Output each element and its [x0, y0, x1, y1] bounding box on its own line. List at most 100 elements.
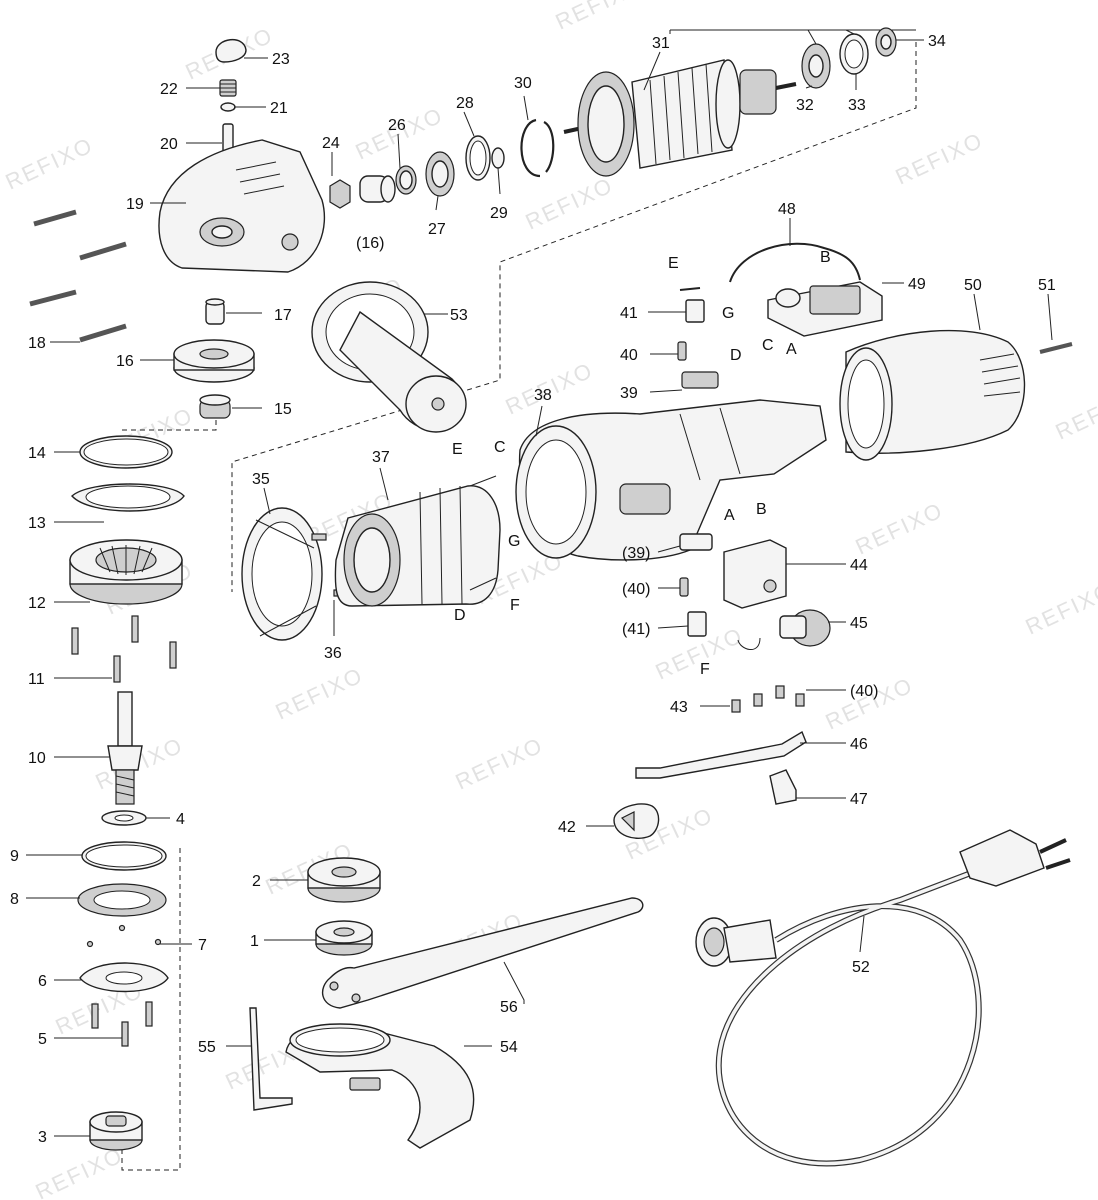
callout-4: 4	[176, 811, 185, 828]
wire-letter-d: D	[730, 347, 742, 364]
wire-letter-f: F	[510, 597, 520, 614]
wire-letter-e-alt: E	[452, 441, 463, 458]
callout-16: 16	[116, 353, 134, 370]
watermark: REFIXO	[2, 132, 98, 194]
watermark: REFIXO	[552, 0, 648, 35]
watermark: REFIXO	[892, 127, 988, 189]
wire-letter-d-alt: D	[454, 607, 466, 624]
callout-36: 36	[324, 645, 342, 662]
part-2-clamp-flange	[307, 857, 381, 903]
part-16-bearing-flange	[173, 339, 255, 383]
part-45-switch	[737, 609, 831, 650]
watermark: REFIXO	[32, 1142, 128, 1200]
callout-24: 24	[322, 135, 340, 152]
part-55-hex-key	[249, 1007, 293, 1111]
callout-9: 9	[10, 848, 19, 865]
part-10-spindle	[107, 691, 143, 805]
part-4-washer	[101, 810, 147, 826]
part-18-screws	[29, 209, 127, 343]
callout-52: 52	[852, 959, 870, 976]
callout-51: 51	[1038, 277, 1056, 294]
callout-40: 40	[620, 347, 638, 364]
callout-13: 13	[28, 515, 46, 532]
part-11-screws	[71, 615, 177, 683]
callout-29: 29	[490, 205, 508, 222]
callout-17: 17	[274, 307, 292, 324]
part-46-switch-rod	[635, 730, 807, 779]
callout-26: 26	[388, 117, 406, 134]
callout-21: 21	[270, 100, 288, 117]
callout-39: 39	[620, 385, 638, 402]
callout-22: 22	[160, 81, 178, 98]
part-7-balls	[86, 924, 162, 948]
callout-23: 23	[272, 51, 290, 68]
callout-1: 1	[250, 933, 259, 950]
part-26-spring	[395, 165, 417, 195]
callout-32: 32	[796, 97, 814, 114]
callout-33: 33	[848, 97, 866, 114]
callout-3: 3	[38, 1129, 47, 1146]
part-17-bushing	[205, 298, 225, 325]
callout-47: 47	[850, 791, 868, 808]
part-21-ring	[220, 102, 236, 112]
callout-20: 20	[160, 136, 178, 153]
part-44-module	[723, 539, 787, 609]
wire-letter-b-alt: B	[756, 501, 767, 518]
wire-letter-g: G	[722, 305, 734, 322]
callout-40-alt-2: (40)	[850, 683, 878, 700]
part-35-fan-baffle	[241, 507, 323, 641]
part-8-gear	[77, 883, 167, 917]
wire-letter-f-alt: F	[700, 661, 710, 678]
part-32-bearing	[801, 43, 831, 89]
part-3-flange-nut	[89, 1111, 143, 1151]
callout-11: 11	[28, 671, 45, 688]
wire-letter-g-alt: G	[508, 533, 520, 550]
callout-5: 5	[38, 1031, 47, 1048]
callout-38: 38	[534, 387, 552, 404]
part-14-o-ring	[79, 435, 173, 469]
part-9-o-ring	[81, 841, 167, 871]
callout-54: 54	[500, 1039, 518, 1056]
part-43-screws	[731, 685, 805, 713]
callout-40-alt: (40)	[622, 581, 650, 598]
part-48-wire	[729, 242, 861, 283]
callout-41-alt: (41)	[622, 621, 650, 638]
part-12-bearing-flange	[69, 539, 183, 605]
callout-37: 37	[372, 449, 390, 466]
leader-lines	[26, 29, 1053, 1137]
callout-43: 43	[670, 699, 688, 716]
watermark: REFIXO	[272, 662, 368, 724]
part-23-cap	[215, 39, 247, 63]
part-19-gear-housing	[158, 139, 326, 273]
watermark: REFIXO	[822, 672, 918, 734]
part-22-spring	[219, 79, 237, 97]
part-15-bearing	[199, 394, 231, 419]
callout-49: 49	[908, 276, 926, 293]
part-31-armature	[563, 59, 797, 177]
callout-7: 7	[198, 937, 207, 954]
part-40-screws	[677, 341, 689, 597]
part-51-screw	[1039, 342, 1073, 354]
part-34-bearing	[875, 27, 897, 57]
callout-55: 55	[198, 1039, 216, 1056]
assembly-guide-lines	[120, 29, 917, 1171]
part-27-bearing	[425, 151, 455, 197]
wire-letter-b: B	[820, 249, 831, 266]
callout-42: 42	[558, 819, 576, 836]
callout-12: 12	[28, 595, 46, 612]
part-41-brush	[679, 287, 707, 637]
part-37-stator	[334, 475, 501, 607]
callout-56: 56	[500, 999, 518, 1016]
wire-letter-e: E	[668, 255, 679, 272]
part-54-wheel-guard	[285, 1023, 475, 1149]
part-39-switch-holder	[679, 371, 719, 551]
callout-2: 2	[252, 873, 261, 890]
callout-16-alt: (16)	[356, 235, 384, 252]
callout-labels: 23 22 21 20 19 17 16 18 15 14 13 12 11 1…	[10, 33, 1056, 1146]
callout-44: 44	[850, 557, 868, 574]
watermark: REFIXO	[452, 732, 548, 794]
callout-46: 46	[850, 736, 868, 753]
